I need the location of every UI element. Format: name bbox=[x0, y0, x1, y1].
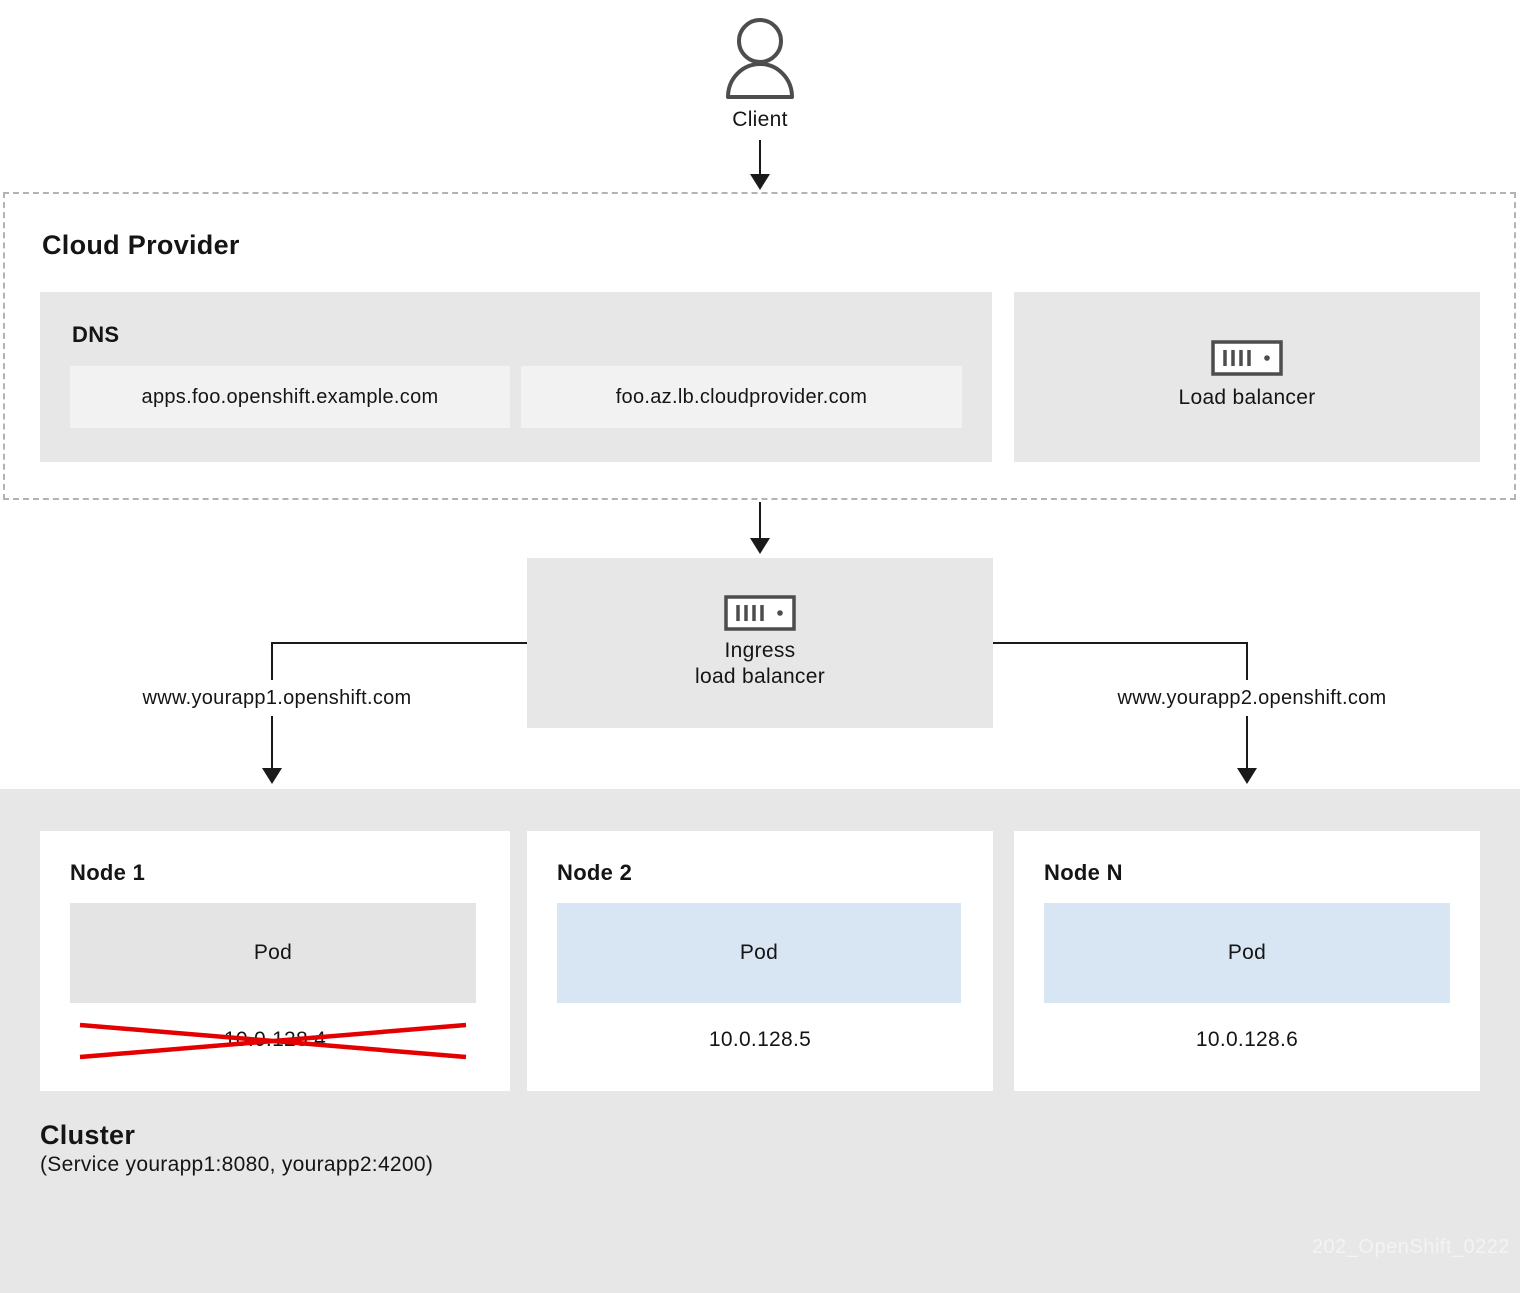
arrow-client-to-cloud-head bbox=[750, 174, 770, 190]
route-left-vline-lower bbox=[271, 716, 273, 768]
arrow-cloud-to-ingress-line bbox=[759, 502, 761, 538]
load-balancer-label: Load balancer bbox=[1178, 386, 1316, 409]
route-right-hline bbox=[993, 642, 1248, 644]
route-right-vline-upper bbox=[1246, 642, 1248, 680]
ingress-load-balancer-icon bbox=[724, 595, 796, 631]
client-person-icon bbox=[726, 18, 794, 99]
node-1-failed-cross-icon bbox=[79, 1022, 467, 1060]
node-n-title: Node N bbox=[1044, 860, 1123, 885]
client-label: Client bbox=[732, 108, 788, 131]
cloud-provider-title: Cloud Provider bbox=[42, 230, 240, 260]
ingress-load-balancer-box bbox=[527, 558, 993, 728]
route-left-arrowhead bbox=[262, 768, 282, 784]
node-1-box: Node 1 Pod 10.0.128.4 bbox=[40, 831, 510, 1091]
route-right-label: www.yourapp2.openshift.com bbox=[1117, 687, 1387, 709]
arrow-cloud-to-ingress-head bbox=[750, 538, 770, 554]
node-2-box: Node 2 Pod 10.0.128.5 bbox=[527, 831, 993, 1091]
route-left-hline bbox=[272, 642, 527, 644]
watermark-label: 202_OpenShift_0222 bbox=[1311, 1236, 1510, 1258]
node-n-pod: Pod bbox=[1044, 903, 1450, 1003]
cluster-subtitle: (Service yourapp1:8080, yourapp2:4200) bbox=[40, 1153, 434, 1176]
dns-entry-foo-az-lb: foo.az.lb.cloudprovider.com bbox=[521, 366, 962, 428]
node-1-title: Node 1 bbox=[70, 860, 146, 885]
dns-title: DNS bbox=[72, 322, 120, 347]
ingress-load-balancer-label: Ingress load balancer bbox=[527, 638, 993, 690]
route-left-vline-upper bbox=[271, 642, 273, 680]
dns-entry-apps-foo: apps.foo.openshift.example.com bbox=[70, 366, 510, 428]
node-2-title: Node 2 bbox=[557, 860, 633, 885]
node-n-ip: 10.0.128.6 bbox=[1195, 1028, 1299, 1051]
route-right-vline-lower bbox=[1246, 716, 1248, 768]
node-2-pod: Pod bbox=[557, 903, 961, 1003]
load-balancer-icon bbox=[1211, 340, 1283, 376]
ingress-label-line1: Ingress bbox=[724, 639, 796, 662]
node-1-pod: Pod bbox=[70, 903, 476, 1003]
load-balancer-box bbox=[1014, 292, 1480, 462]
cluster-title: Cluster bbox=[40, 1120, 136, 1150]
node-n-box: Node N Pod 10.0.128.6 bbox=[1014, 831, 1480, 1091]
node-2-ip: 10.0.128.5 bbox=[708, 1028, 812, 1051]
route-right-arrowhead bbox=[1237, 768, 1257, 784]
route-left-label: www.yourapp1.openshift.com bbox=[142, 687, 412, 709]
ingress-label-line2: load balancer bbox=[695, 665, 825, 688]
arrow-client-to-cloud-line bbox=[759, 140, 761, 176]
